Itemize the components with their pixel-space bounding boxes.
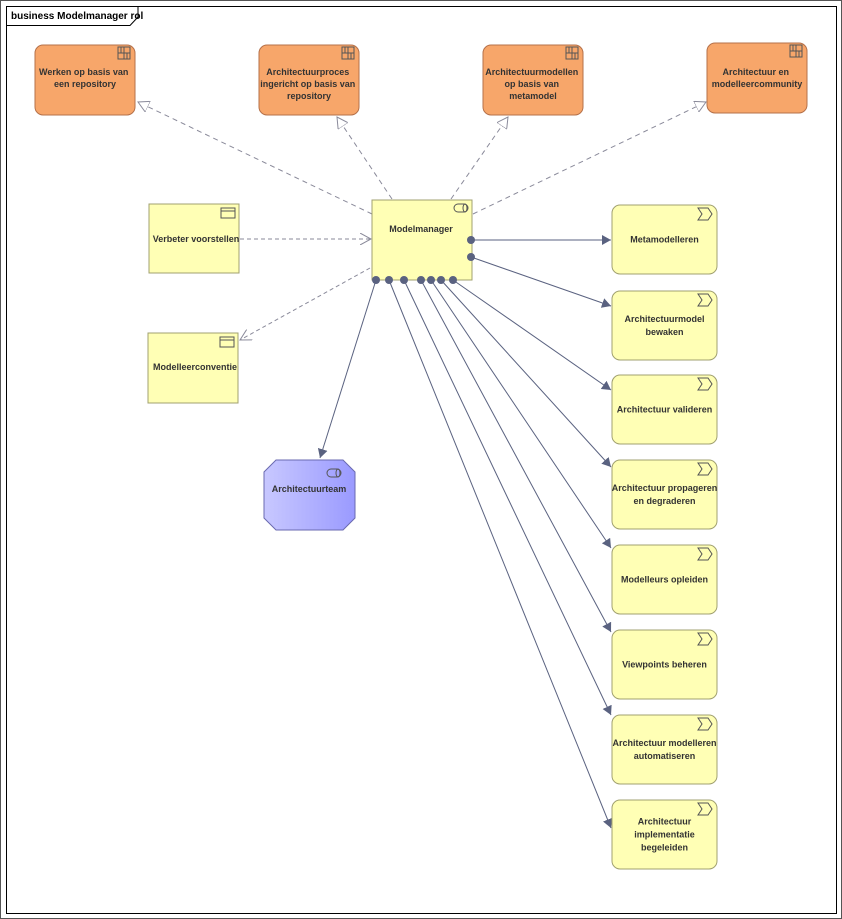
function-label: Viewpoints beheren — [622, 660, 707, 670]
business-function-icon — [697, 632, 713, 646]
realization-to-principle-3[interactable] — [450, 117, 508, 200]
business-function-icon — [697, 207, 713, 221]
principle-architectuur-en-modelleercommunity[interactable]: Architectuur en modelleercommunity — [706, 42, 808, 114]
business-function-icon — [697, 717, 713, 731]
business-object-icon — [219, 336, 235, 348]
principle-icon — [789, 44, 803, 58]
frame-title: business Modelmanager rol — [11, 11, 143, 22]
assignment-f2[interactable] — [470, 256, 612, 308]
business-role-icon — [326, 468, 342, 478]
assignment-architectuurteam[interactable] — [317, 279, 377, 459]
assignment-dots — [372, 236, 475, 284]
object-verbeter-voorstellen[interactable]: Verbeter voorstellen — [148, 203, 240, 274]
diagram-frame — [6, 6, 837, 914]
assignment-f3[interactable] — [452, 279, 612, 391]
principle-label: Architectuurproces ingericht op basis va… — [260, 67, 358, 101]
function-label: Modelleurs opleiden — [621, 575, 708, 585]
business-function-icon — [697, 377, 713, 391]
principle-icon — [341, 46, 355, 60]
frame-tab — [6, 6, 139, 26]
object-modelleerconventie[interactable]: Modelleerconventie — [147, 332, 239, 404]
business-function-icon — [697, 462, 713, 476]
function-label: Metamodelleren — [630, 235, 699, 245]
function-f3[interactable]: Architectuur valideren — [611, 374, 718, 445]
assignment-f4[interactable] — [440, 279, 612, 468]
function-f5[interactable]: Modelleurs opleiden — [611, 544, 718, 615]
role-modelmanager[interactable]: Modelmanager — [371, 199, 473, 281]
object-label: Modelleerconventie — [153, 362, 237, 372]
business-function-icon — [697, 293, 713, 307]
business-function-icon — [697, 547, 713, 561]
principle-architectuurmodellen[interactable]: Architectuurmodellen op basis van metamo… — [482, 44, 584, 116]
principle-label: Architectuurmodellen op basis van metamo… — [485, 67, 581, 101]
realization-to-principle-4[interactable] — [472, 102, 706, 215]
role-label: Modelmanager — [389, 224, 453, 234]
principle-label: Architectuur en modelleercommunity — [712, 67, 803, 89]
relationships — [138, 102, 706, 829]
function-f6[interactable]: Viewpoints beheren — [611, 629, 718, 700]
principle-icon — [117, 46, 131, 60]
business-function-icon — [697, 802, 713, 816]
function-f1[interactable]: Metamodelleren — [611, 204, 718, 275]
principle-label: Werken op basis van een repository — [39, 67, 131, 89]
principle-icon — [565, 46, 579, 60]
assignment-f8[interactable] — [388, 279, 613, 829]
team-label: Architectuurteam — [272, 484, 347, 494]
business-role-icon — [453, 203, 469, 213]
realization-to-principle-2[interactable] — [337, 117, 393, 200]
assignment-f5[interactable] — [430, 279, 612, 549]
function-label: Architectuur valideren — [617, 405, 713, 415]
collaboration-architectuurteam[interactable]: Architectuurteam — [263, 459, 356, 531]
realization-to-principle-1[interactable] — [138, 102, 373, 215]
access-modelleerconventie[interactable] — [240, 267, 371, 340]
business-object-icon — [220, 207, 236, 219]
assignment-f6[interactable] — [420, 279, 612, 633]
assignment-f7[interactable] — [403, 279, 612, 716]
principle-architectuurproces[interactable]: Architectuurproces ingericht op basis va… — [258, 44, 360, 116]
principle-werken-op-basis-van-repository[interactable]: Werken op basis van een repository — [34, 44, 136, 116]
object-label: Verbeter voorstellen — [153, 234, 240, 244]
